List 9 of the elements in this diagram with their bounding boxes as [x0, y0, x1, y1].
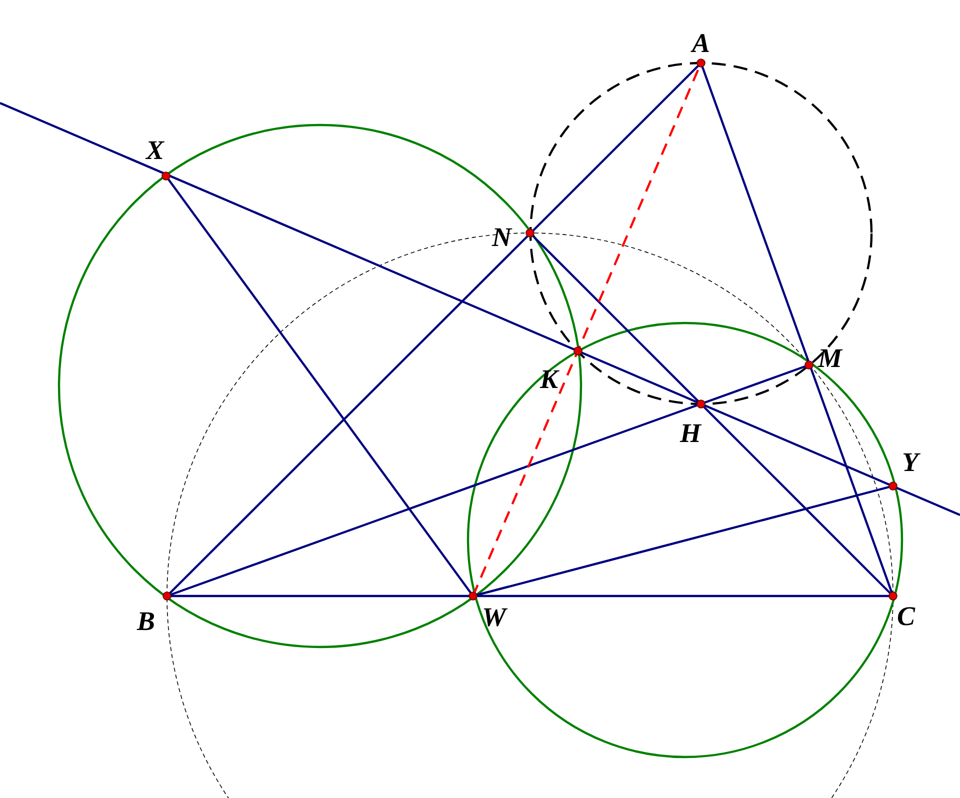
- point-label: C: [897, 603, 916, 630]
- point-label: W: [482, 604, 506, 631]
- point-label: H: [680, 420, 702, 447]
- point-label: M: [818, 345, 842, 372]
- point-label: K: [540, 366, 558, 393]
- point-label: B: [137, 608, 156, 635]
- point-label: A: [692, 30, 710, 57]
- point-label: Y: [902, 449, 918, 476]
- point-label: X: [146, 137, 164, 164]
